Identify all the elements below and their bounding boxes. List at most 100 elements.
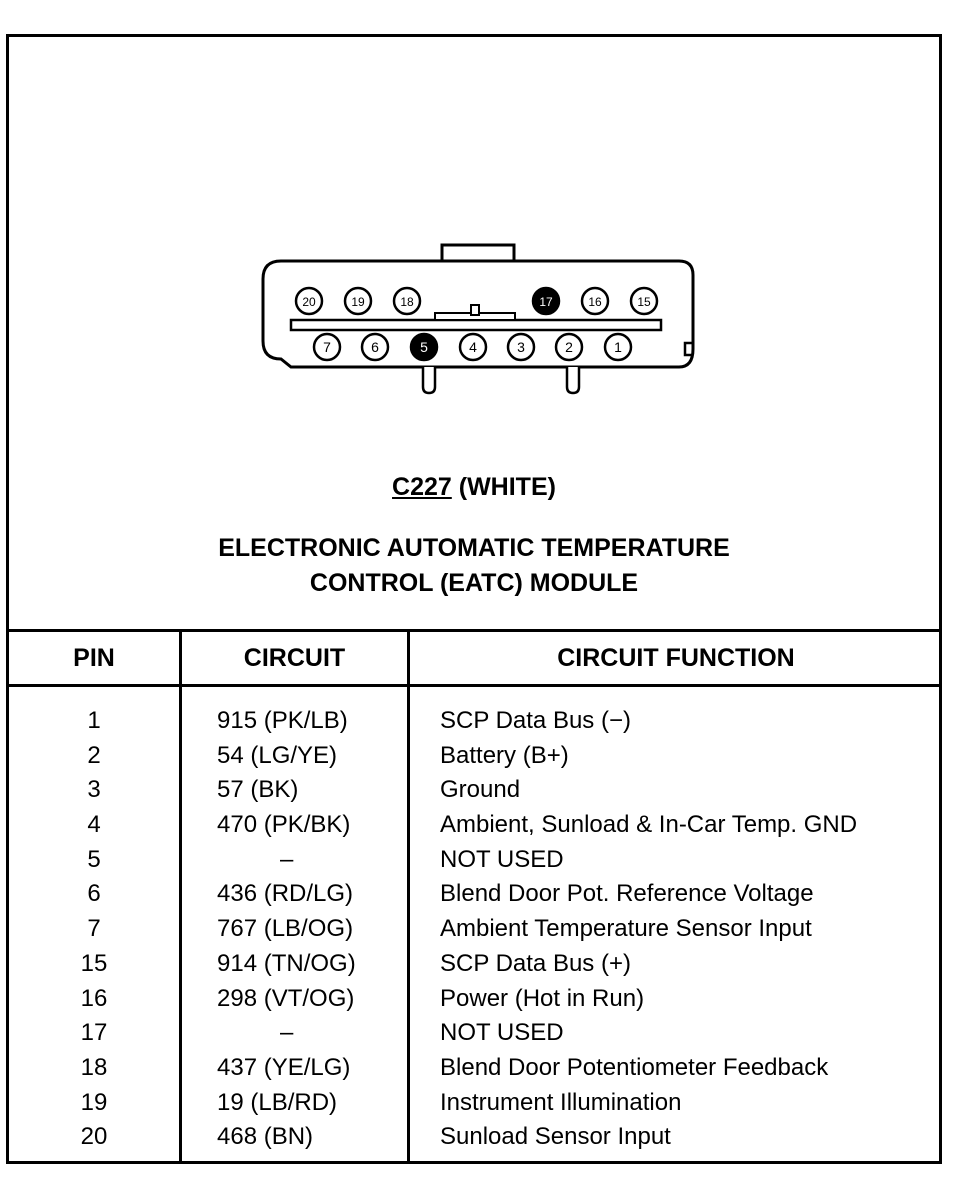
pin-circle [312, 332, 342, 362]
pin-circle [409, 332, 439, 362]
table-cell-pin: 17 [80, 1019, 108, 1047]
table-cell-circuit: 298 (VT/OG) [217, 984, 355, 1012]
bottom-pin-row: 7 6 5 4 3 2 1 [312, 332, 633, 362]
pin-1-cavity: 1 [603, 332, 633, 362]
pin-circle [531, 286, 561, 316]
pin-16-cavity: 16 [580, 286, 610, 316]
pin-15-cavity: 15 [629, 286, 659, 316]
table-cell-pin: 15 [80, 949, 108, 977]
table-cell-pin: 6 [87, 880, 101, 908]
module-title: ELECTRONIC AUTOMATIC TEMPERATURE CONTROL… [9, 531, 939, 601]
table-cell-circuit: 57 (BK) [217, 776, 299, 804]
connector-id: C227 [392, 473, 452, 501]
table-cell-function: Instrument Illumination [440, 1088, 682, 1116]
table-cell-circuit: 468 (BN) [217, 1123, 314, 1151]
table-cell-pin: 20 [80, 1123, 108, 1151]
pin-circle [392, 286, 422, 316]
pin-circle [343, 286, 373, 316]
table-cell-pin: 4 [87, 811, 101, 839]
table-cell-function: NOT USED [440, 1019, 564, 1047]
table-cell-pin: 2 [87, 741, 101, 769]
pin-number-label: 6 [371, 339, 379, 355]
pin-number-label: 3 [517, 339, 525, 355]
pin-column: PIN 1 2 3 4 5 6 7 15 16 17 18 19 20 [9, 632, 179, 1164]
pin-number-label: 4 [469, 339, 477, 355]
pin-4-cavity: 4 [458, 332, 488, 362]
pinout-table: PIN 1 2 3 4 5 6 7 15 16 17 18 19 20 CIRCUIT 915 (PK/… [9, 629, 939, 1164]
top-pin-row: 20 19 18 17 16 15 [294, 286, 659, 316]
table-cell-pin: 19 [80, 1088, 108, 1116]
table-cell-function: SCP Data Bus (+) [440, 949, 631, 977]
connector-label: C227 (WHITE) [9, 473, 939, 502]
function-column: CIRCUIT FUNCTION SCP Data Bus (−) Battery… [407, 632, 939, 1164]
column-header-circuit: CIRCUIT [243, 644, 346, 672]
table-cell-pin: 18 [80, 1053, 108, 1081]
pin-circle [554, 332, 584, 362]
table-cell-function: Ground [440, 776, 521, 804]
pin-18-cavity: 18 [392, 286, 422, 316]
connector-divider-rail [289, 318, 663, 332]
table-cell-pin: 1 [87, 707, 101, 734]
pin-circle [458, 332, 488, 362]
pin-circle [580, 286, 610, 316]
pin-17-cavity: 17 [531, 286, 561, 316]
pin-7-cavity: 7 [312, 332, 342, 362]
table-cell-circuit: 470 (PK/BK) [217, 811, 351, 839]
table-cell-circuit: 54 (LG/YE) [217, 741, 338, 769]
pin-3-cavity: 3 [506, 332, 536, 362]
connector-face-drawing: 20 19 18 17 16 15 7 6 5 4 3 2 1 [261, 243, 695, 395]
table-cell-circuit: 19 (LB/RD) [217, 1088, 338, 1116]
column-header-pin: PIN [73, 644, 115, 672]
pin-circle [294, 286, 324, 316]
table-cell-circuit: 437 (YE/LG) [217, 1053, 351, 1081]
table-cell-circuit: 767 (LB/OG) [217, 915, 354, 943]
pin-number-label: 5 [420, 339, 428, 355]
pin-2-cavity: 2 [554, 332, 584, 362]
pin-circle [603, 332, 633, 362]
table-cell-function: Battery (B+) [440, 741, 569, 769]
table-cell-circuit: 914 (TN/OG) [217, 949, 356, 977]
table-cell-pin: 7 [87, 915, 101, 943]
circuit-column: CIRCUIT 915 (PK/LB) 54 (LG/YE) 57 (BK) 470 … [179, 632, 407, 1164]
table-cell-function: SCP Data Bus (−) [440, 707, 631, 734]
pin-circle [360, 332, 390, 362]
table-cell-function: NOT USED [440, 845, 564, 873]
pin-number-label: 17 [539, 295, 553, 309]
pin-19-cavity: 19 [343, 286, 373, 316]
pin-number-label: 19 [351, 295, 365, 309]
pin-6-cavity: 6 [360, 332, 390, 362]
table-cell-circuit: – [280, 1019, 294, 1047]
pin-5-cavity: 5 [409, 332, 439, 362]
pin-circle [629, 286, 659, 316]
module-title-line: ELECTRONIC AUTOMATIC TEMPERATURE [218, 534, 730, 562]
pin-number-label: 16 [588, 295, 602, 309]
table-cell-function: Sunload Sensor Input [440, 1123, 671, 1151]
pin-number-label: 7 [323, 339, 331, 355]
column-header-function: CIRCUIT FUNCTION [557, 644, 795, 672]
pin-20-cavity: 20 [294, 286, 324, 316]
pin-number-label: 18 [400, 295, 414, 309]
table-cell-function: Blend Door Potentiometer Feedback [440, 1053, 829, 1081]
table-cell-circuit: – [280, 845, 294, 873]
header-divider [9, 684, 939, 687]
table-cell-function: Ambient, Sunload & In-Car Temp. GND [440, 811, 858, 839]
pin-number-label: 15 [637, 295, 651, 309]
pin-number-label: 20 [302, 295, 316, 309]
pin-number-label: 2 [565, 339, 573, 355]
table-cell-pin: 5 [87, 845, 101, 873]
module-title-line: CONTROL (EATC) MODULE [309, 569, 639, 597]
pin-circle [506, 332, 536, 362]
connector-color: (WHITE) [458, 473, 556, 501]
table-cell-pin: 3 [87, 776, 101, 804]
connector-diagram-area: 20 19 18 17 16 15 7 6 5 4 3 2 1 C227 (WHITE) ELECTR… [9, 37, 939, 629]
table-cell-function: Ambient Temperature Sensor Input [440, 915, 812, 943]
table-cell-pin: 16 [80, 984, 108, 1012]
connector-guide-post [421, 367, 437, 395]
table-cell-function: Blend Door Pot. Reference Voltage [440, 880, 814, 908]
pin-number-label: 1 [614, 339, 622, 355]
table-cell-function: Power (Hot in Run) [440, 984, 645, 1012]
table-cell-circuit: 915 (PK/LB) [217, 707, 348, 734]
connector-guide-post [565, 367, 581, 395]
table-cell-circuit: 436 (RD/LG) [217, 880, 354, 908]
